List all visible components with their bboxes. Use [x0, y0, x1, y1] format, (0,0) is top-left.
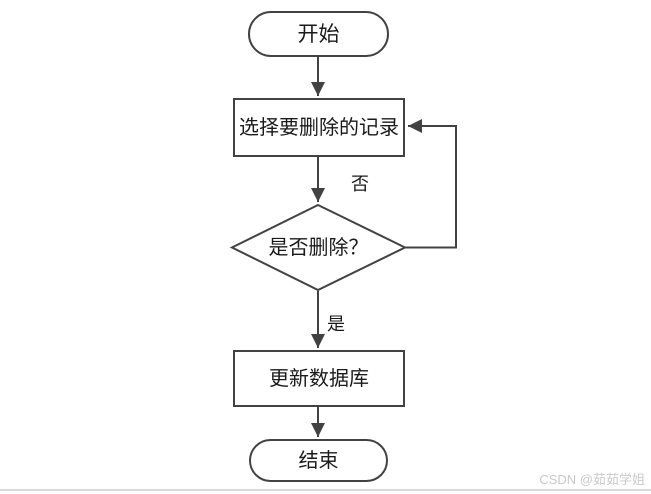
- flowchart-node-select-record: 选择要删除的记录: [233, 98, 405, 157]
- flowchart-node-decision: 是否删除？: [232, 205, 405, 290]
- flowchart-node-start: 开始: [248, 11, 389, 57]
- update-database-label: 更新数据库: [269, 367, 369, 390]
- select-record-label: 选择要删除的记录: [239, 116, 399, 139]
- decision-label: 是否删除？: [268, 236, 369, 259]
- flowchart-node-end: 结束: [249, 439, 388, 482]
- bottom-divider: [0, 489, 651, 491]
- flowchart-node-update-database: 更新数据库: [233, 350, 405, 407]
- end-label: 结束: [298, 449, 339, 472]
- edge-label-yes: 是: [327, 314, 345, 334]
- start-label: 开始: [297, 21, 340, 46]
- edge-label-no: 否: [351, 174, 369, 194]
- edge-decision-no-loop: [405, 119, 457, 249]
- csdn-watermark: CSDN @茹茹学姐: [539, 472, 645, 487]
- decision-diamond-shape: [229, 203, 408, 292]
